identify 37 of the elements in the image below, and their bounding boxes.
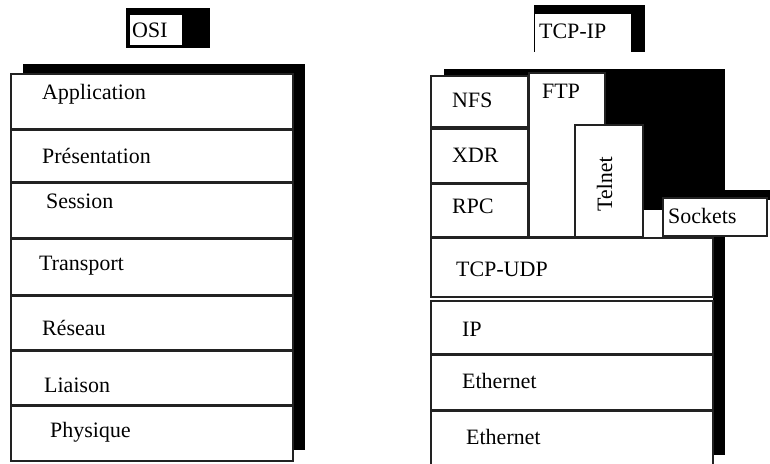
layer-label: IP — [462, 316, 482, 342]
layer-label: XDR — [452, 142, 498, 168]
layer-box — [430, 128, 529, 184]
layer-label: RPC — [452, 193, 494, 219]
layer-box — [574, 124, 644, 238]
stack-heading: OSI — [132, 17, 168, 43]
layer-box — [10, 295, 294, 351]
layer-label: Ethernet — [466, 424, 541, 450]
layer-box — [430, 183, 529, 238]
layer-box — [10, 350, 294, 406]
layer-box — [10, 129, 294, 183]
heading-box — [535, 14, 631, 52]
layer-label: Telnet — [592, 156, 618, 211]
layer-box — [662, 197, 768, 237]
layer-label: Ethernet — [462, 368, 537, 394]
layer-label: Physique — [50, 417, 131, 443]
layer-label: Présentation — [42, 143, 151, 169]
layer-label: NFS — [452, 87, 492, 113]
layer-box — [430, 354, 714, 411]
layer-box — [10, 73, 294, 130]
layer-label: Sockets — [668, 203, 736, 229]
layer-label: Session — [46, 188, 114, 214]
heading-box — [130, 15, 182, 45]
layer-label: TCP-UDP — [456, 256, 548, 282]
layer-box — [430, 237, 714, 298]
layer-box — [10, 405, 294, 462]
layer-label: Transport — [39, 250, 124, 276]
layer-label: FTP — [542, 78, 580, 104]
stack-heading: TCP-IP — [539, 18, 606, 44]
layer-box — [10, 182, 294, 239]
layer-box — [430, 300, 714, 355]
layer-box — [430, 410, 714, 464]
layer-box — [430, 75, 529, 128]
layer-label: Réseau — [42, 315, 106, 341]
layer-label: Application — [42, 79, 146, 105]
layer-label: Liaison — [44, 372, 110, 398]
layer-box — [10, 238, 294, 296]
